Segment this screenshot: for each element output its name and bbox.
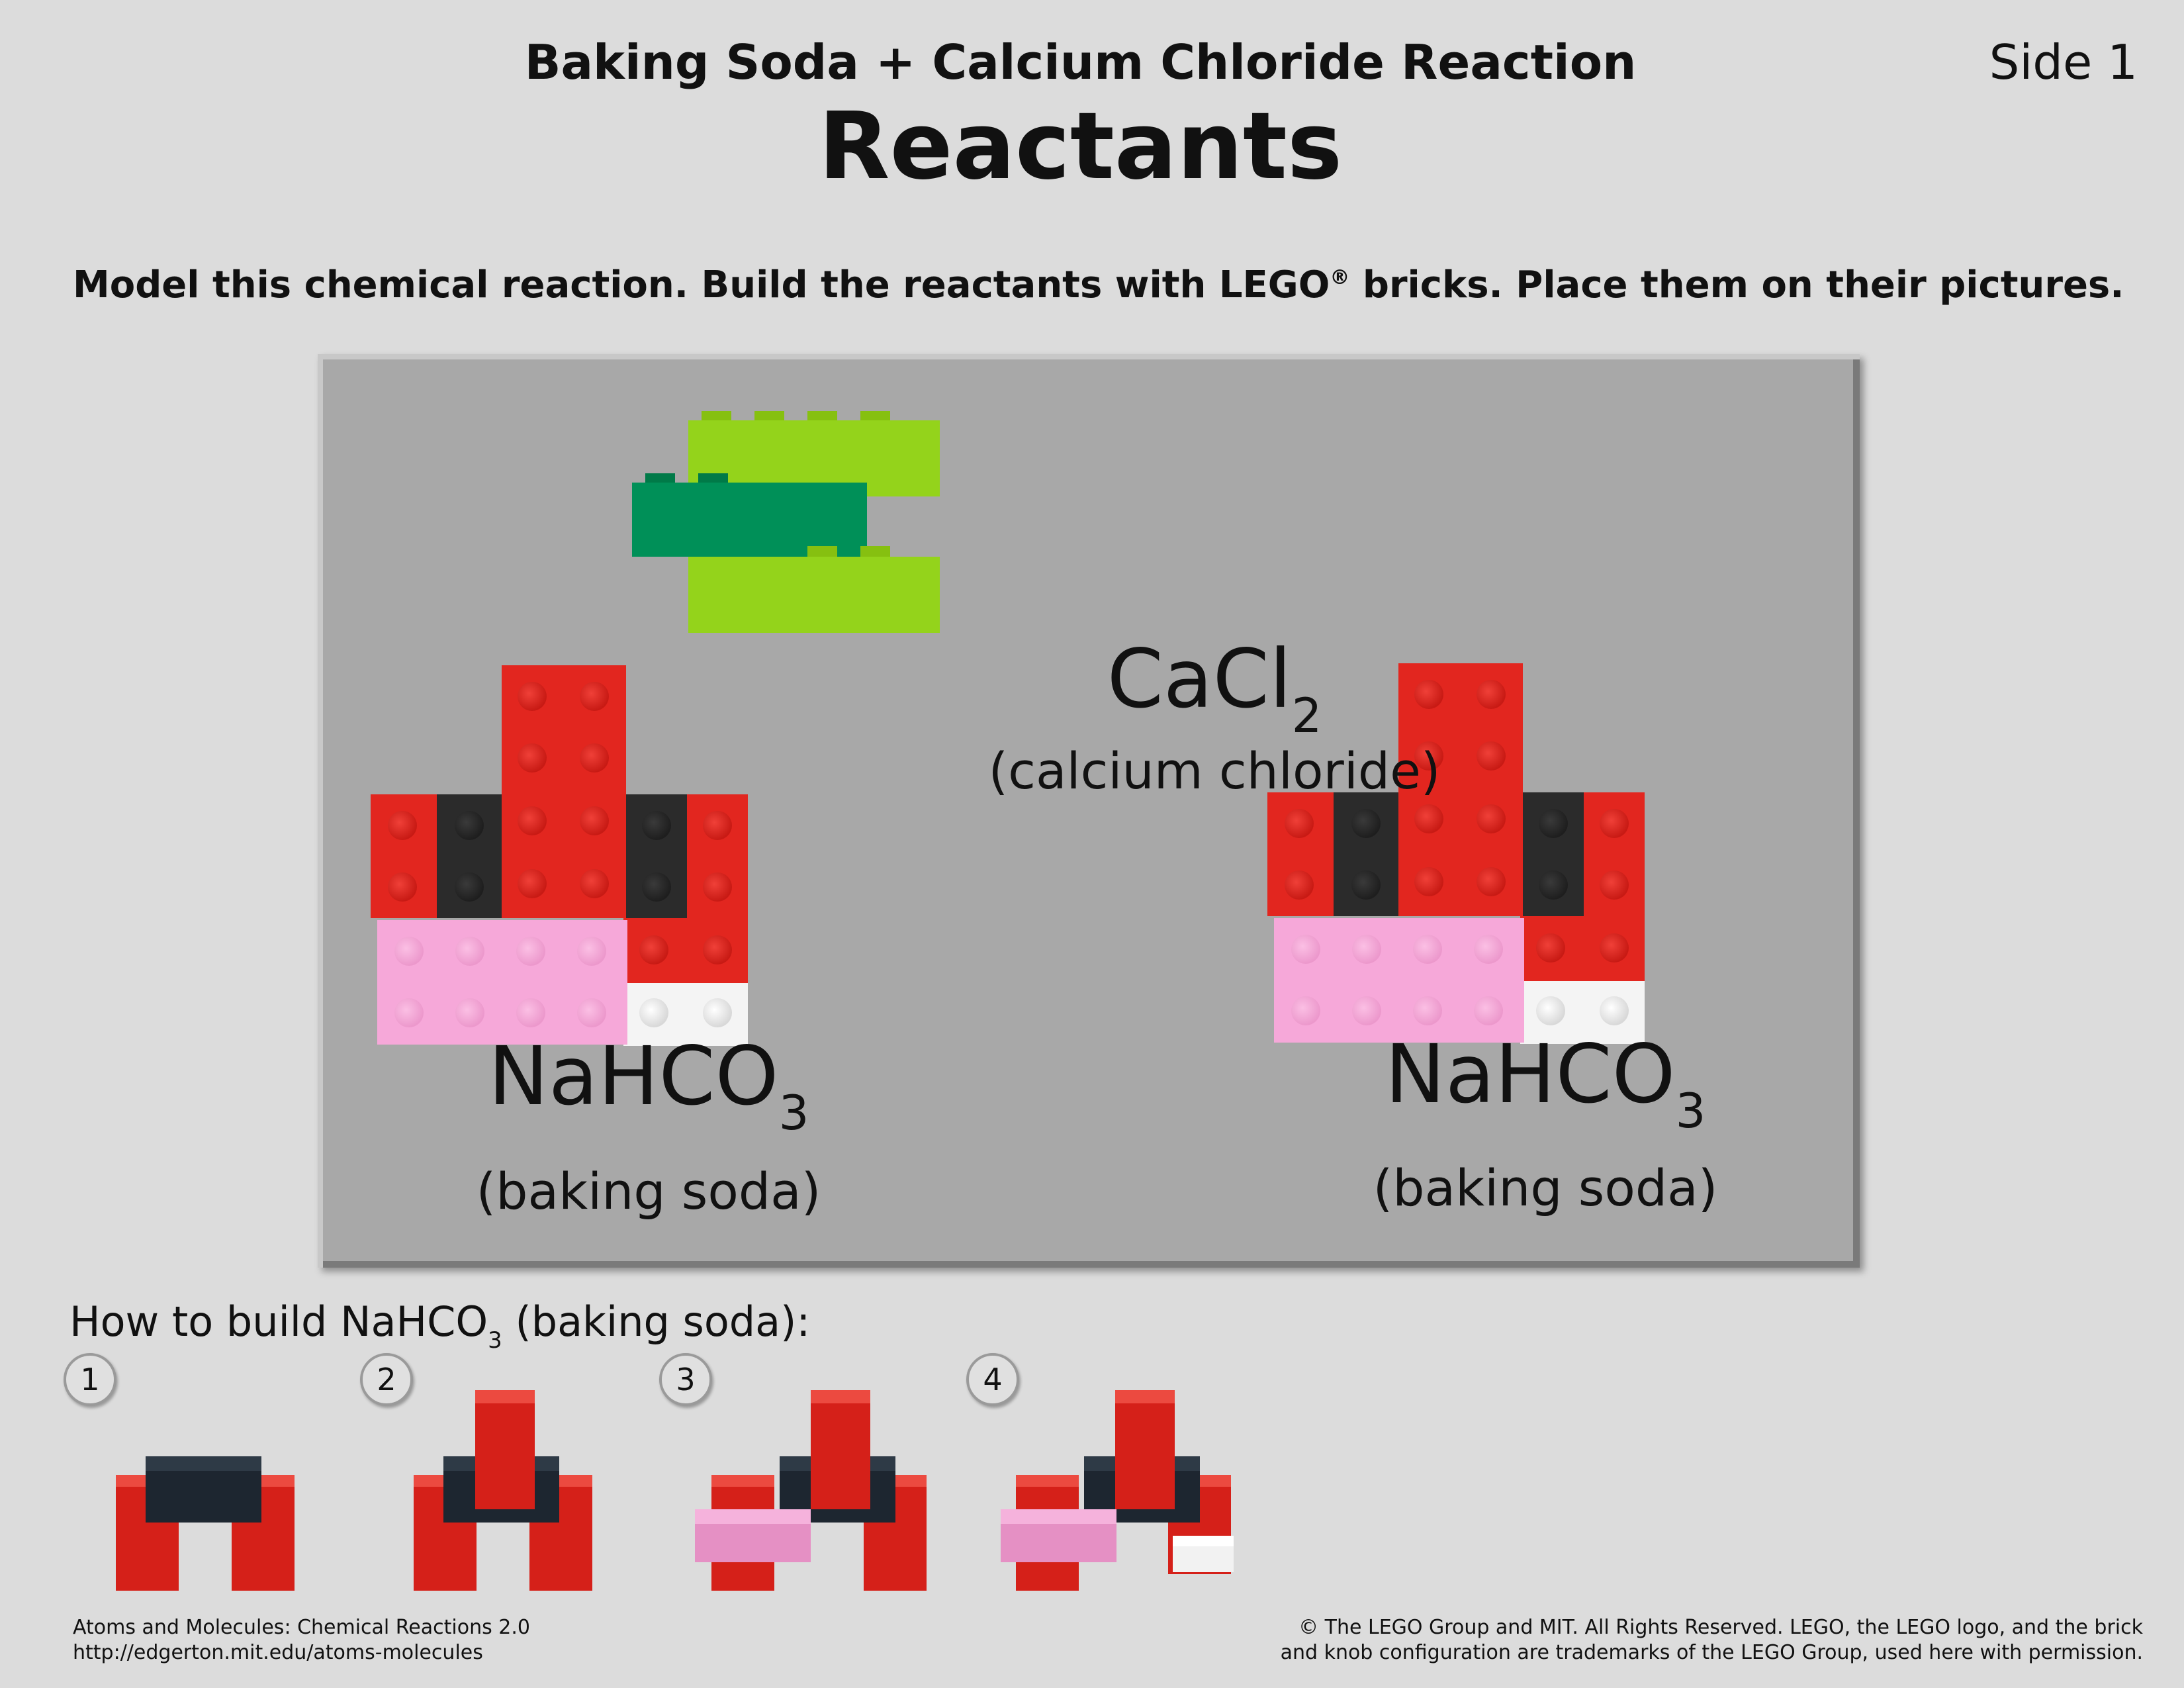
nahco3-formula-main: NaHCO: [488, 1029, 779, 1123]
cacl2-model: [632, 411, 940, 633]
instructions-text-2: bricks. Place them on their pictures.: [1349, 263, 2124, 306]
step-3-model: [695, 1390, 927, 1591]
registered-mark: ®: [1330, 266, 1350, 289]
footer-right: © The LEGO Group and MIT. All Rights Res…: [1281, 1615, 2143, 1665]
build-steps: [116, 1390, 1234, 1591]
page-subtitle: Baking Soda + Calcium Chloride Reaction: [524, 34, 1637, 90]
footer-course: Atoms and Molecules: Chemical Reactions …: [73, 1616, 530, 1639]
cacl2-formula-subscript: 2: [1291, 688, 1322, 743]
instructions: Model this chemical reaction. Build the …: [73, 263, 2124, 306]
nahco3-name-left: (baking soda): [476, 1162, 821, 1221]
page-title: Reactants: [818, 93, 1343, 201]
step-4-model: [1001, 1390, 1234, 1591]
nahco3-formula-main: NaHCO: [1385, 1027, 1676, 1121]
nahco3-formula-subscript: 3: [1675, 1083, 1706, 1139]
footer-trademark: and knob configuration are trademarks of…: [1280, 1641, 2143, 1664]
howto-label-post: (baking soda):: [502, 1297, 811, 1346]
howto-label: How to build NaHCO3 (baking soda):: [69, 1297, 811, 1354]
calcium-brick: [632, 473, 867, 557]
instructions-text-1: Model this chemical reaction. Build the …: [73, 263, 1330, 306]
nahco3-formula-left: NaHCO3: [417, 1029, 880, 1141]
howto-label-subscript: 3: [488, 1327, 502, 1354]
nahco3-formula-subscript: 3: [778, 1085, 809, 1141]
step-3-badge: 3: [659, 1353, 712, 1406]
footer-copyright: © The LEGO Group and MIT. All Rights Res…: [1298, 1616, 2143, 1639]
cacl2-formula-main: CaCl: [1107, 632, 1292, 726]
nahco3-model-left: [371, 665, 748, 1046]
board-bricks: [371, 411, 1645, 1046]
chlorine-brick-bottom: [688, 546, 940, 633]
step-1-badge: 1: [64, 1353, 116, 1406]
nahco3-formula-right: NaHCO3: [1314, 1027, 1777, 1139]
nahco3-name-right: (baking soda): [1373, 1158, 1718, 1217]
howto-label-pre: How to build NaHCO: [69, 1297, 488, 1346]
step-2-model: [414, 1390, 592, 1591]
nahco3-model-right: [1267, 663, 1645, 1044]
cacl2-name: (calcium chloride): [988, 741, 1441, 800]
footer-left: Atoms and Molecules: Chemical Reactions …: [73, 1615, 530, 1665]
step-1-model: [116, 1456, 295, 1591]
step-4-badge: 4: [966, 1353, 1019, 1406]
reactants-board: CaCl2 (calcium chloride) NaHCO3 (baking …: [318, 354, 1860, 1268]
cacl2-formula: CaCl2: [983, 632, 1446, 743]
side-label: Side 1: [1989, 34, 2138, 90]
step-2-badge: 2: [360, 1353, 413, 1406]
footer-url: http://edgerton.mit.edu/atoms-molecules: [73, 1641, 483, 1664]
